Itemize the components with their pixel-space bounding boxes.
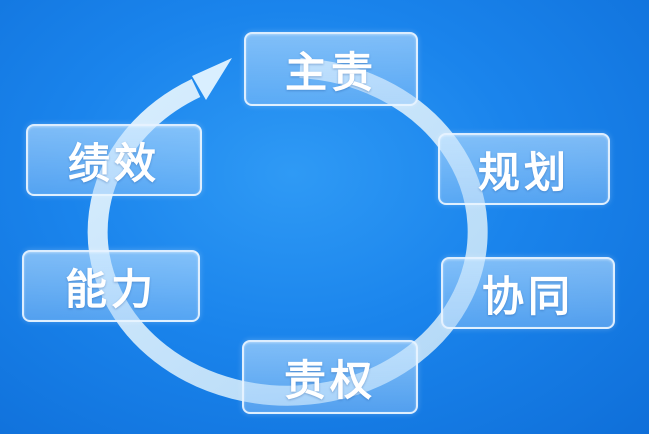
node-xietong-label: 协同 bbox=[481, 271, 574, 321]
node-zequan-label: 责权 bbox=[283, 355, 376, 405]
node-nengli: 能力 bbox=[22, 250, 200, 322]
node-zequan: 责权 bbox=[242, 340, 418, 414]
node-zhuze: 主责 bbox=[244, 32, 418, 106]
node-jixiao: 绩效 bbox=[26, 124, 202, 196]
node-nengli-label: 能力 bbox=[64, 264, 157, 314]
node-guihua: 规划 bbox=[438, 133, 610, 205]
cycle-arrow-head bbox=[192, 58, 232, 100]
node-guihua-label: 规划 bbox=[477, 147, 570, 197]
node-jixiao-label: 绩效 bbox=[67, 138, 160, 188]
node-xietong: 协同 bbox=[441, 257, 615, 329]
node-zhuze-label: 主责 bbox=[284, 47, 377, 97]
